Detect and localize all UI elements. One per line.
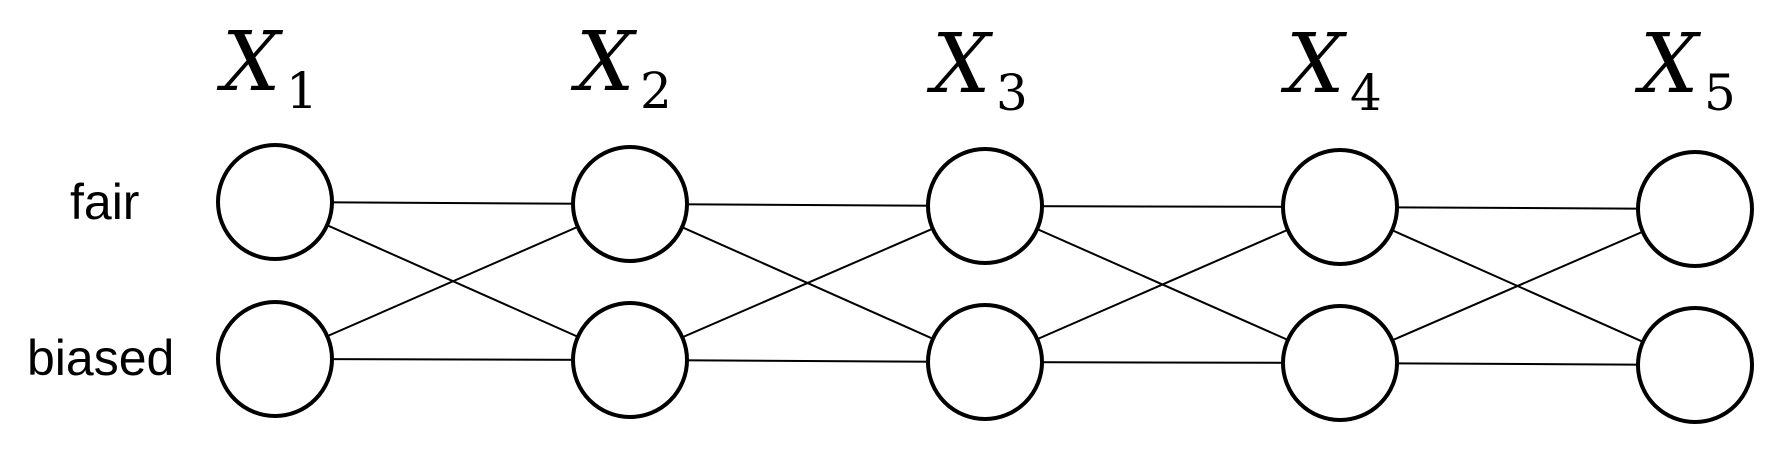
edge-fair-3-to-fair-4 xyxy=(984,205,1341,208)
node-fair-x3 xyxy=(926,147,1044,265)
column-label-x1: X 1 xyxy=(216,15,318,120)
edge-biased-4-to-biased-5 xyxy=(1339,362,1696,366)
edge-biased-4-to-fair-5 xyxy=(1339,208,1696,364)
row-label-biased: biased xyxy=(27,330,174,386)
edge-biased-1-to-biased-2 xyxy=(274,358,631,361)
node-fair-x1 xyxy=(216,143,334,261)
edge-biased-1-to-fair-2 xyxy=(274,203,631,360)
edge-biased-2-to-biased-3 xyxy=(629,359,986,363)
svg-text:X: X xyxy=(1634,17,1702,112)
transition-edges xyxy=(274,201,1696,366)
row-label-fair: fair xyxy=(70,174,139,230)
svg-text:X: X xyxy=(570,15,638,110)
node-biased-x1 xyxy=(216,300,334,418)
edge-biased-3-to-biased-4 xyxy=(984,361,1341,364)
node-biased-x3 xyxy=(926,303,1044,421)
svg-text:X: X xyxy=(216,15,284,110)
node-biased-x2 xyxy=(571,301,689,419)
node-fair-x4 xyxy=(1281,148,1399,266)
edge-fair-1-to-fair-2 xyxy=(274,201,631,205)
node-biased-x4 xyxy=(1281,304,1399,422)
edge-biased-3-to-fair-4 xyxy=(984,206,1341,363)
svg-text:1: 1 xyxy=(286,62,318,120)
column-label-x5: X 5 xyxy=(1634,17,1736,122)
edge-biased-2-to-fair-3 xyxy=(629,205,986,361)
svg-text:3: 3 xyxy=(996,64,1028,122)
svg-text:5: 5 xyxy=(1704,64,1736,122)
state-nodes xyxy=(216,143,1754,424)
column-label-x2: X 2 xyxy=(570,15,672,120)
edge-fair-2-to-fair-3 xyxy=(629,203,986,207)
svg-text:X: X xyxy=(926,17,994,112)
edge-fair-4-to-fair-5 xyxy=(1339,206,1696,210)
svg-text:4: 4 xyxy=(1350,64,1382,122)
node-fair-x5 xyxy=(1636,150,1754,268)
node-biased-x5 xyxy=(1636,306,1754,424)
node-fair-x2 xyxy=(571,145,689,263)
svg-text:X: X xyxy=(1280,17,1348,112)
column-label-x3: X 3 xyxy=(926,17,1028,122)
svg-text:2: 2 xyxy=(640,62,672,120)
column-label-x4: X 4 xyxy=(1280,17,1382,122)
